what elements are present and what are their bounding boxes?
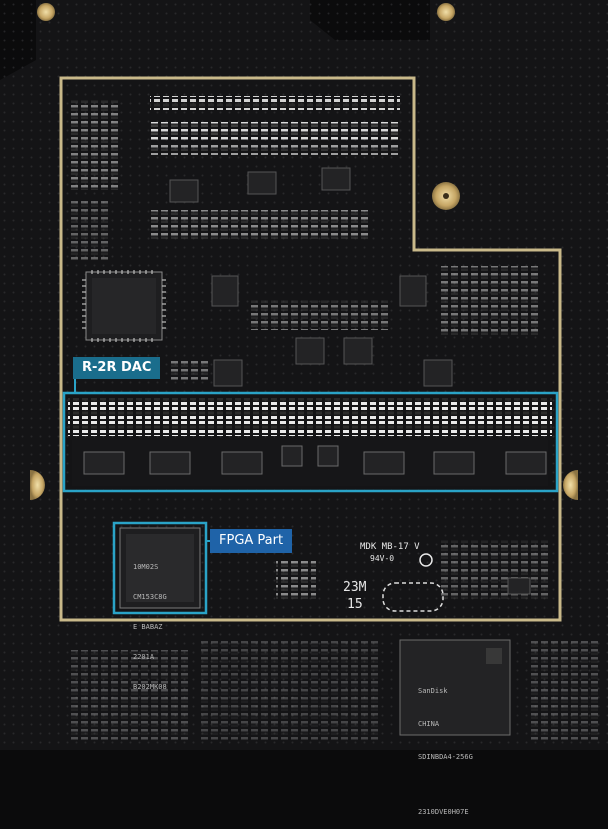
r2r-highlight-box	[62, 391, 559, 493]
r2r-dac-label: R-2R DAC	[73, 357, 161, 379]
fpga-chip-line: E BABAZ	[133, 623, 163, 631]
fpga-highlight-box	[112, 521, 208, 615]
fpga-chip-line: 2201A	[133, 653, 155, 661]
fpga-chip-line: B202MK08	[133, 683, 167, 691]
ul-logo-icon	[419, 553, 433, 567]
date-code-b: 15	[347, 597, 363, 612]
flash-chip-line: SDINBDA4-256G	[418, 753, 473, 761]
flash-chip-marking: SanDisk CHINA SDINBDA4-256G 2310DVE0H07E	[418, 664, 473, 829]
fpga-chip-line: 10M02S	[133, 563, 159, 571]
date-code-a: 23M	[343, 580, 367, 595]
fpga-part-label: FPGA Part	[210, 529, 293, 553]
flash-chip-line: CHINA	[418, 720, 440, 728]
fpga-chip-line: CM153C8G	[133, 593, 167, 601]
flash-chip-line: SanDisk	[418, 687, 448, 695]
fpga-chip-marking: 10M02S CM153C8G E BABAZ 2201A B202MK08	[133, 542, 167, 702]
board-marking: MDK MB-17 V	[360, 542, 420, 552]
board-rating: 94V-0	[370, 554, 395, 563]
flash-chip-line: 2310DVE0H07E	[418, 808, 469, 816]
edge-pad-icon	[437, 3, 455, 21]
edge-pad-icon	[37, 3, 55, 21]
